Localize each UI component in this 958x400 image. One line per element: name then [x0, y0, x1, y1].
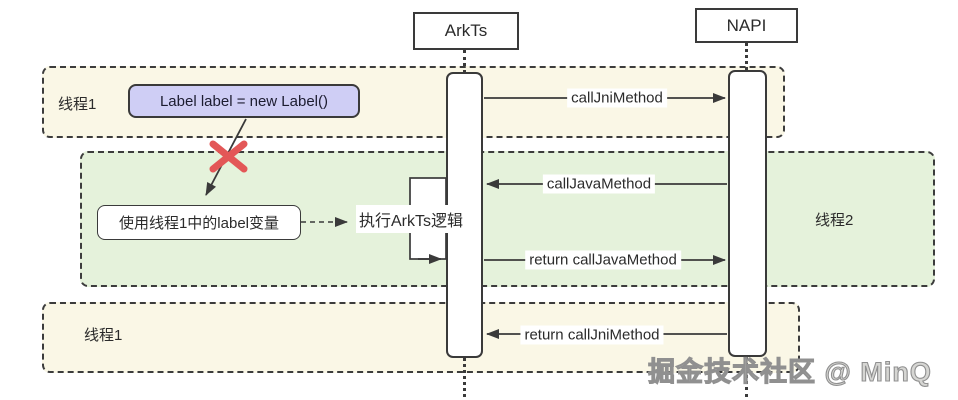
execute-arkts-logic-label: 执行ArkTs逻辑 — [356, 205, 467, 233]
thread1-bottom-label: 线程1 — [84, 327, 123, 344]
label-declaration-note: Label label = new Label() — [128, 84, 360, 118]
napi-lifeline-bottom — [745, 356, 748, 397]
call-java-label: callJavaMethod — [542, 174, 656, 194]
thread1-band-bottom — [42, 302, 800, 373]
actor-arkts: ArkTs — [413, 12, 519, 50]
watermark: 掘金技术社区 @ MinQ — [647, 356, 932, 387]
actor-napi: NAPI — [695, 8, 798, 43]
return-call-jni-label: return callJniMethod — [520, 325, 664, 345]
call-jni-label: callJniMethod — [567, 88, 667, 108]
thread1-top-label: 线程1 — [58, 96, 97, 113]
thread2-label: 线程2 — [815, 212, 854, 229]
use-label-variable-note: 使用线程1中的label变量 — [97, 205, 301, 240]
napi-lifeline-top — [745, 43, 748, 70]
arkts-lifeline-bottom — [463, 358, 466, 397]
arkts-lifeline-top — [463, 50, 466, 73]
return-call-java-label: return callJavaMethod — [525, 250, 681, 270]
napi-activation-bar — [728, 70, 767, 357]
